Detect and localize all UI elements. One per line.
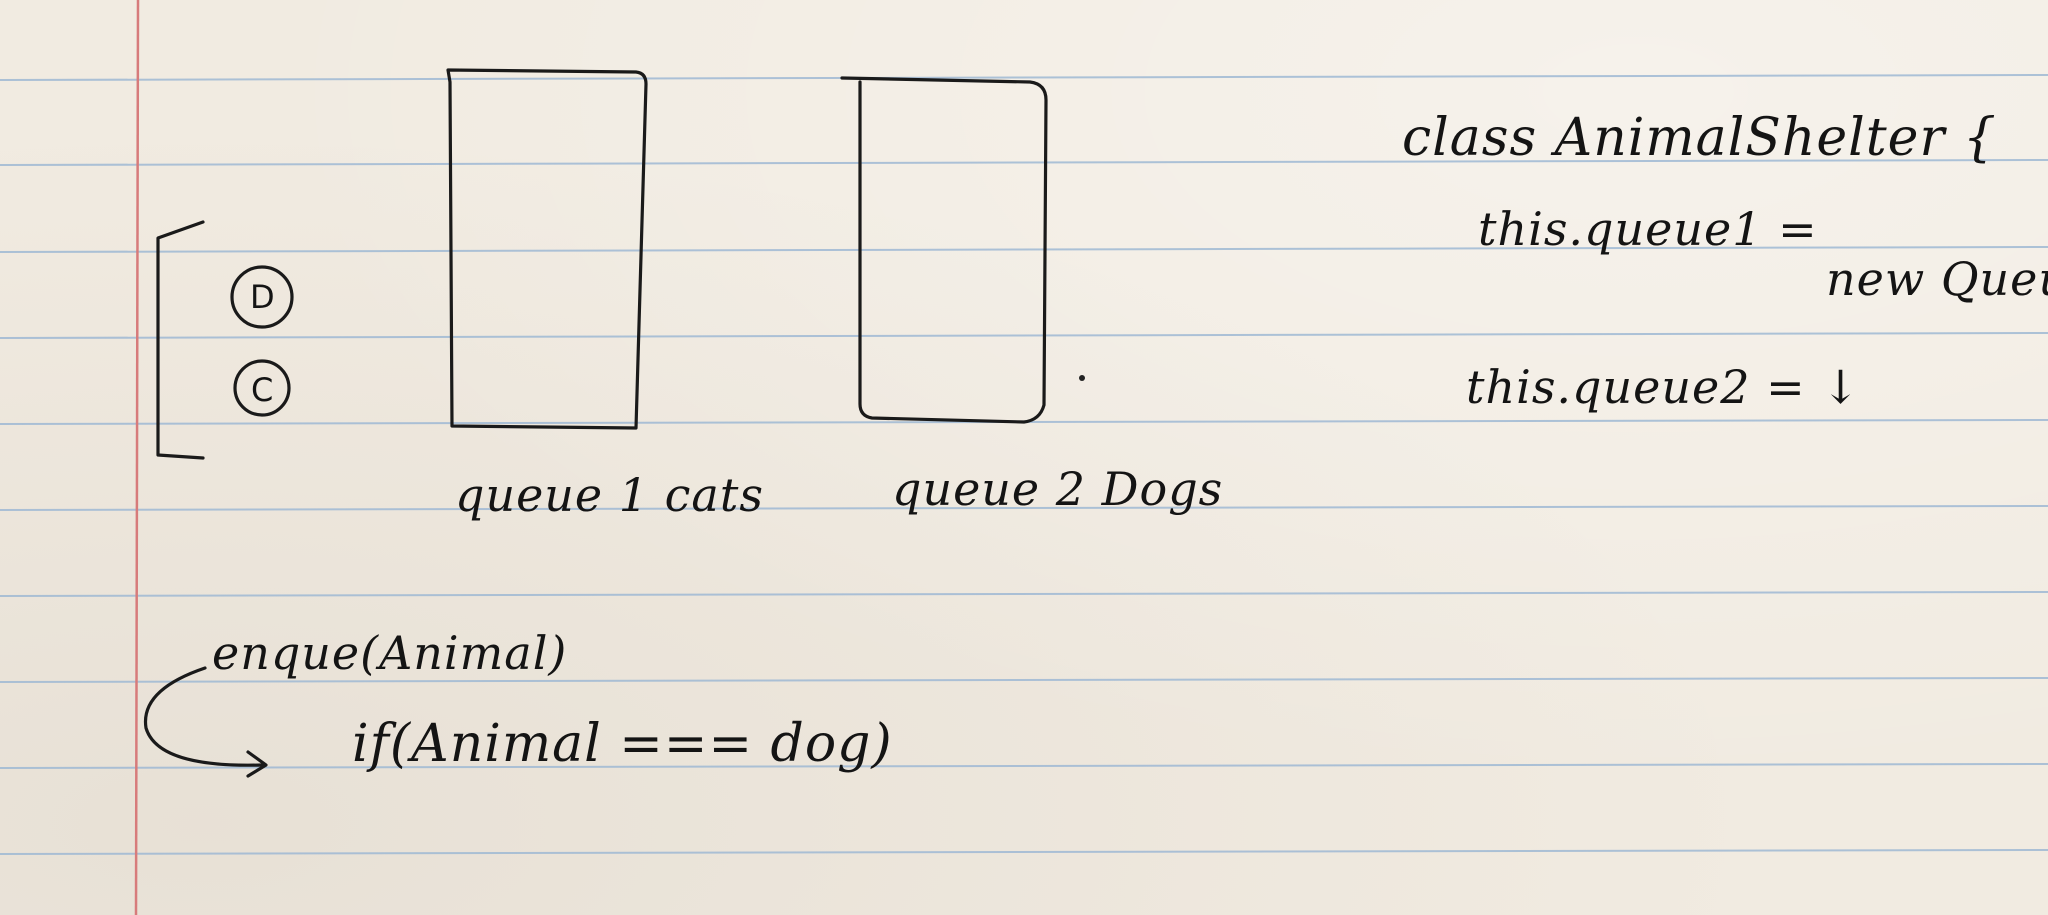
- if-condition: if(Animal === dog): [352, 714, 893, 774]
- circle-c: [233, 359, 291, 417]
- ink-dot: [1079, 375, 1085, 381]
- curved-arrow-head: [246, 750, 268, 778]
- stack-item-c: C: [251, 371, 275, 409]
- queue1-box: [446, 68, 648, 430]
- enqueue-method: enque(Animal): [212, 626, 568, 680]
- curved-arrow: [143, 666, 264, 767]
- new-queue-text: new Queue: [1826, 252, 2048, 306]
- circle-d: [230, 265, 294, 329]
- queue1-assignment: this.queue1 =: [1478, 202, 1818, 256]
- queue2-box: [840, 76, 1048, 424]
- queue1-label: queue 1 cats: [455, 468, 764, 522]
- queue2-label: queue 2 Dogs: [892, 462, 1224, 516]
- stack-item-d: D: [250, 278, 276, 316]
- class-declaration: class AnimalShelter {: [1402, 108, 1997, 168]
- margin-line: [134, 0, 140, 915]
- stack-bracket: [156, 220, 205, 460]
- queue2-assignment: this.queue2 = ↓: [1466, 360, 1861, 414]
